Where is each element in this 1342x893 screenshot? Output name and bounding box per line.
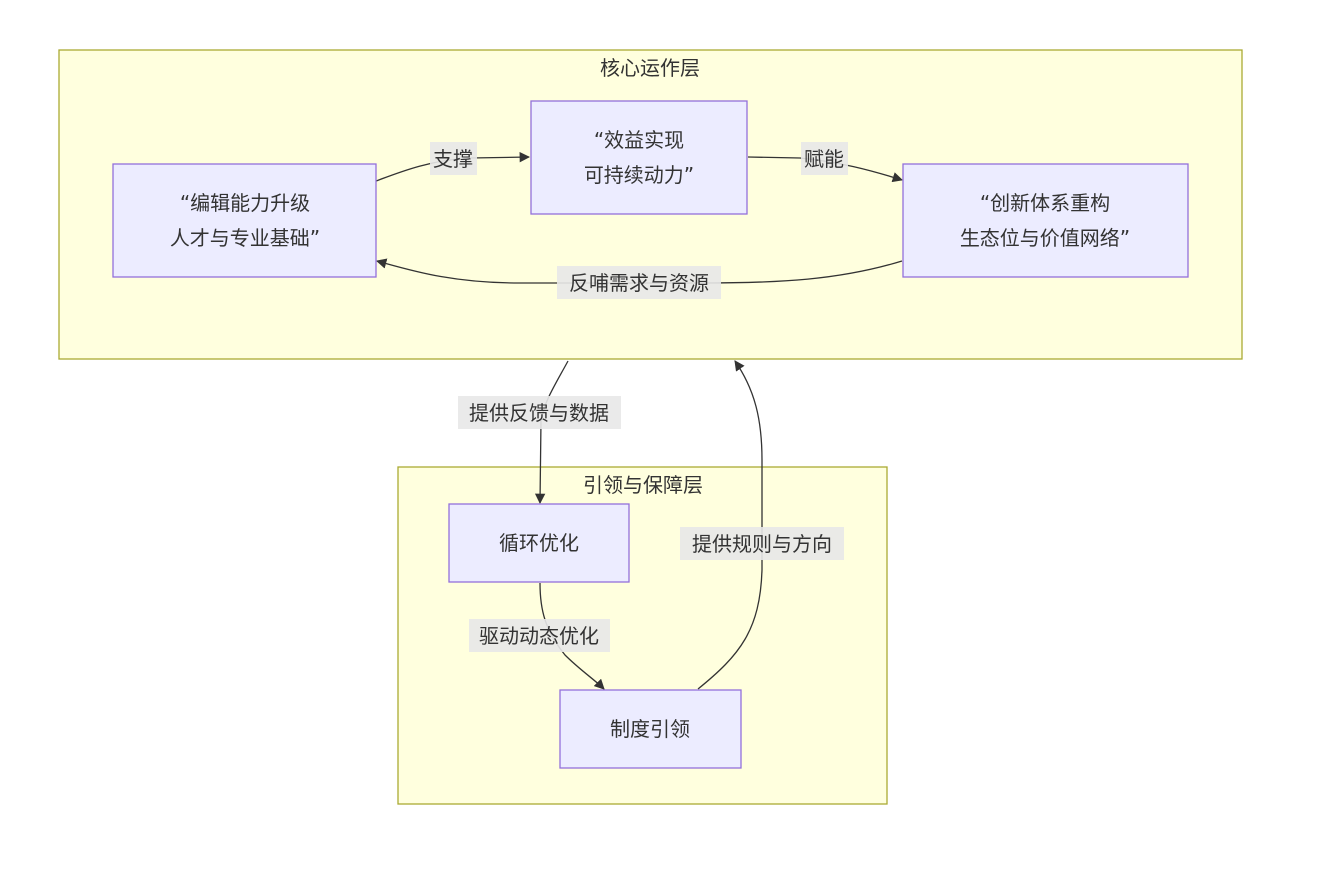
cluster-core-title: 核心运作层	[600, 56, 700, 80]
svg-text:支撑: 支撑	[433, 147, 473, 171]
svg-text:提供规则与方向: 提供规则与方向	[692, 532, 832, 556]
svg-text:反哺需求与资源: 反哺需求与资源	[569, 271, 709, 295]
node-benefit-line-1: “效益实现	[594, 128, 684, 152]
svg-text:赋能: 赋能	[804, 147, 844, 171]
svg-text:驱动动态优化: 驱动动态优化	[479, 624, 599, 648]
edge-label-empower: 赋能	[801, 142, 848, 175]
node-talent[interactable]: “编辑能力升级 人才与专业基础”	[112, 163, 377, 278]
node-system-label: 制度引领	[610, 717, 690, 741]
cluster-guide-title: 引领与保障层	[583, 473, 703, 497]
node-benefit-line-2: 可持续动力”	[584, 163, 694, 187]
node-benefit[interactable]: “效益实现 可持续动力”	[530, 100, 748, 215]
svg-text:提供反馈与数据: 提供反馈与数据	[469, 401, 609, 425]
node-loop[interactable]: 循环优化	[448, 503, 630, 583]
edge-label-feedback-data: 提供反馈与数据	[458, 396, 621, 429]
edge-label-dynamic-optimize: 驱动动态优化	[469, 619, 610, 652]
edge-loop-system	[539, 582, 605, 690]
edge-label-feedback-resources: 反哺需求与资源	[557, 266, 721, 299]
edge-label-support: 支撑	[430, 142, 477, 175]
edge-system-core	[697, 360, 763, 690]
node-innovation-line-2: 生态位与价值网络”	[960, 226, 1130, 250]
node-system[interactable]: 制度引领	[559, 689, 742, 769]
node-loop-label: 循环优化	[499, 531, 579, 555]
node-innovation[interactable]: “创新体系重构 生态位与价值网络”	[902, 163, 1189, 278]
edge-label-rules-direction: 提供规则与方向	[680, 527, 844, 560]
node-innovation-line-1: “创新体系重构	[980, 191, 1110, 215]
node-talent-line-1: “编辑能力升级	[180, 191, 310, 215]
node-talent-line-2: 人才与专业基础”	[170, 226, 320, 250]
